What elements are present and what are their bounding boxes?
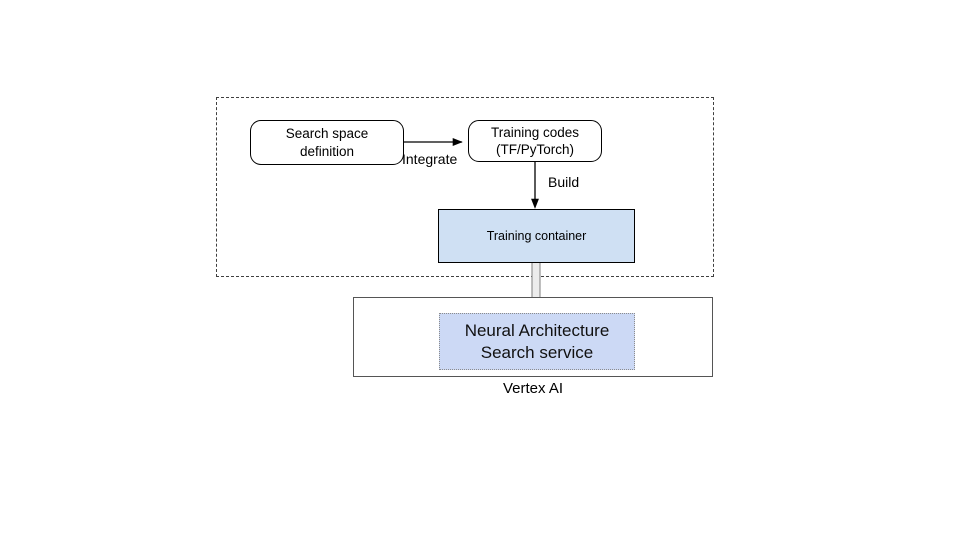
edge-label-integrate: Integrate (402, 151, 458, 167)
node-search-space-definition[interactable]: Search space definition (250, 120, 404, 165)
vertex-ai-caption: Vertex AI (502, 380, 564, 397)
node-training-container[interactable]: Training container (438, 209, 635, 263)
user-environment-group-container (216, 97, 714, 277)
node-training-codes[interactable]: Training codes (TF/PyTorch) (468, 120, 602, 162)
node-neural-architecture-search-service[interactable]: Neural Architecture Search service (439, 313, 635, 370)
edge-label-build: Build (548, 174, 580, 190)
